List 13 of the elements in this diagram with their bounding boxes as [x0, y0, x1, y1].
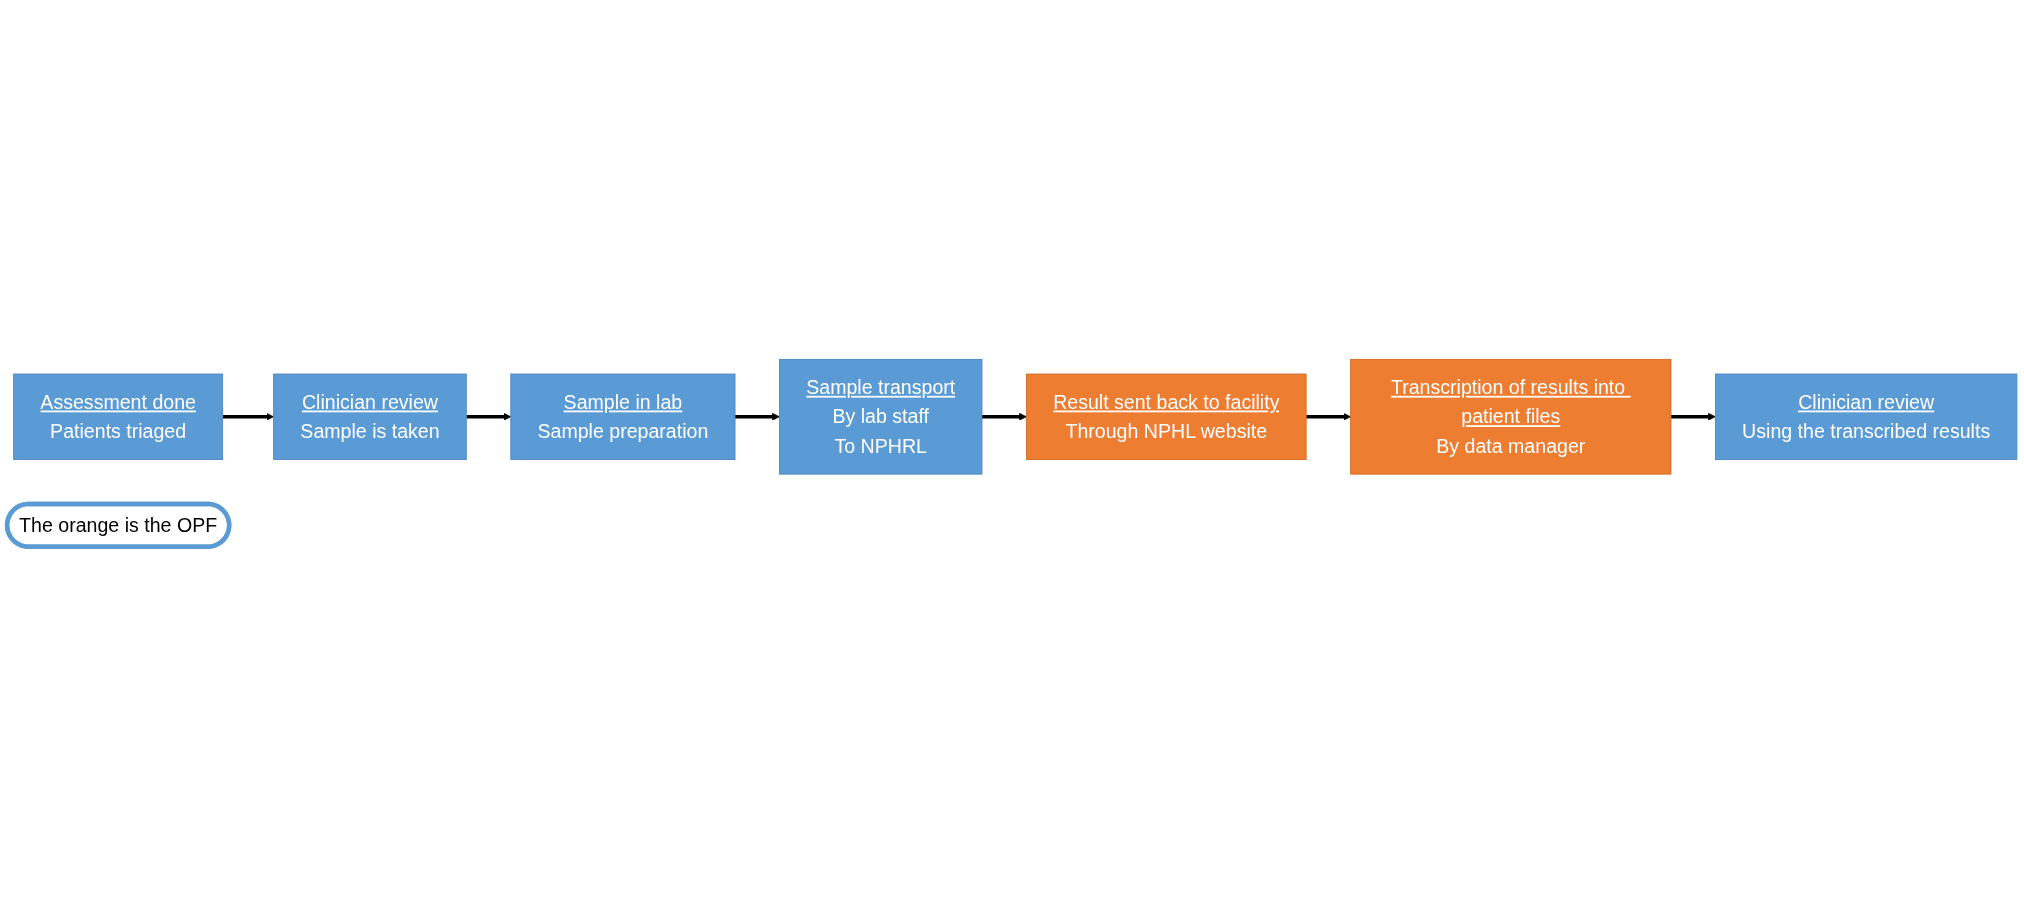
node-box: Clinician review Using the transcribed results [1715, 373, 2018, 460]
arrow [981, 412, 1027, 421]
arrow [466, 412, 512, 421]
node-box: Result sent back to facility Through NPHL website [1026, 373, 1307, 460]
node-box: Sample in lab Sample preparation [510, 373, 736, 460]
node-box: Assessment done Patients triaged [13, 373, 224, 460]
arrow [1670, 412, 1716, 421]
arrow [222, 412, 274, 421]
arrow [735, 412, 780, 421]
node-box: Clinician review Sample is taken [273, 373, 467, 460]
arrow [1306, 412, 1351, 421]
node-box: Transcription of results into patient files By data manager [1350, 358, 1672, 475]
node-box: Sample transport By lab staff To NPHRL [779, 358, 983, 475]
